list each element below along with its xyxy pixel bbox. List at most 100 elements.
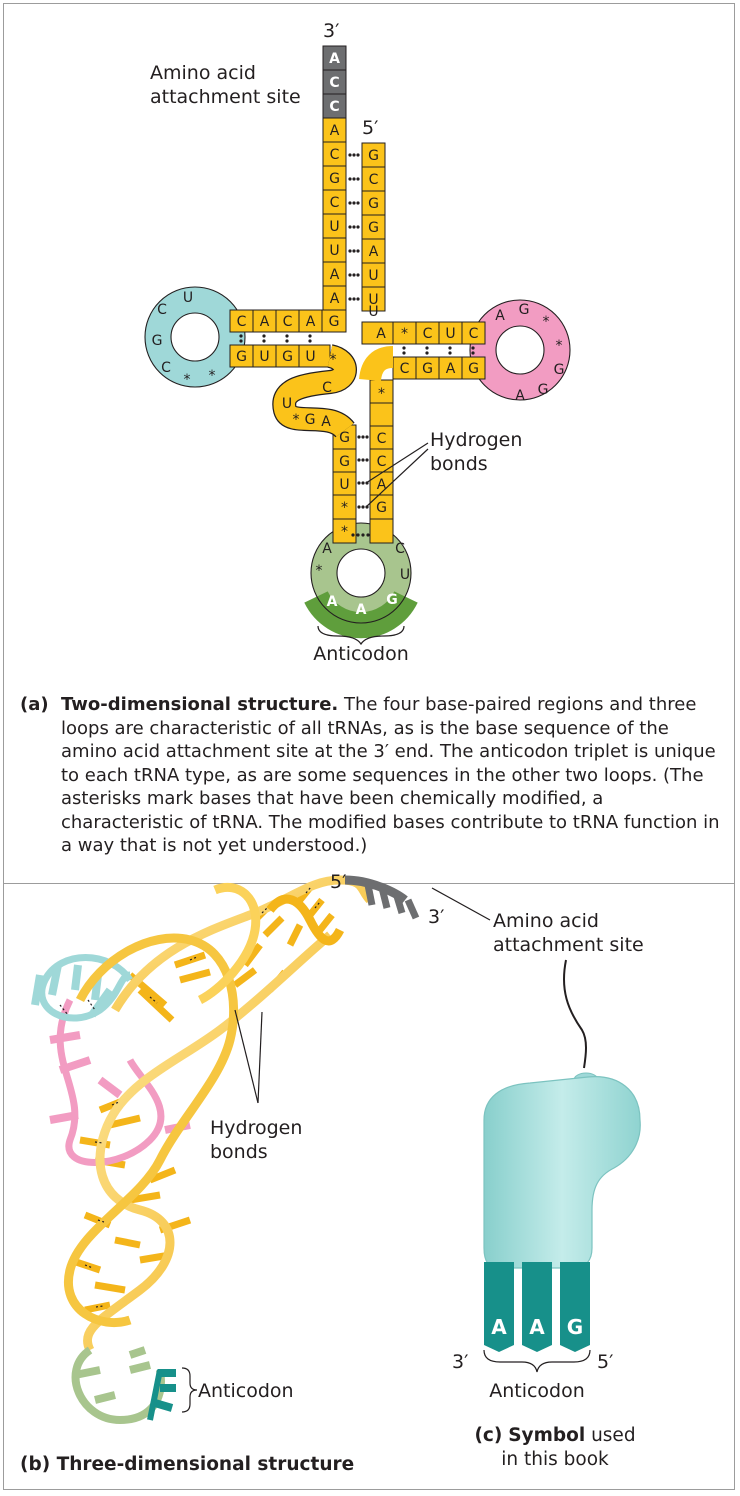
caption-c-title: Symbol (508, 1425, 586, 1446)
hydrogen-bonds-label: bonds (430, 453, 488, 475)
panel-a-2d-structure: A C C A C G C U U A A G C G G A U U C A … (144, 20, 571, 665)
base: A (329, 51, 340, 67)
caption-c-line2: in this book (501, 1449, 609, 1470)
base: G (339, 430, 350, 446)
base: A (330, 123, 340, 139)
base: U (329, 219, 339, 235)
symbol-anticodon-base: G (567, 1315, 583, 1339)
base: * (293, 412, 300, 428)
base: A (495, 308, 505, 324)
base: G (236, 349, 247, 365)
base: A (260, 314, 270, 330)
base: G (368, 196, 379, 212)
base: C (330, 195, 340, 211)
base: U (305, 349, 315, 365)
base: G (422, 361, 433, 377)
base: U (368, 304, 378, 320)
d-loop-ring (145, 287, 245, 387)
panel-b-3d-structure: 5′ 3′ Hydrogen bonds Anticodon (31, 871, 491, 1425)
base: C (377, 431, 387, 447)
hydrogen-bonds-label-3d: bonds (210, 1141, 268, 1163)
amino-acid-site-label: Amino acid (150, 62, 256, 84)
hydrogen-bond-dots (239, 153, 475, 537)
amino-acid-site-label-c: attachment site (493, 934, 644, 956)
base: A (369, 244, 379, 260)
base: C (377, 454, 387, 470)
five-prime-label-c: 5′ (597, 1351, 613, 1373)
base: * (401, 326, 408, 342)
base: C (400, 361, 410, 377)
three-prime-label-c: 3′ (452, 1351, 468, 1373)
base: U (445, 326, 455, 342)
base: C (330, 147, 340, 163)
base: A (321, 414, 331, 430)
five-prime-end-label-3d: 5′ (330, 871, 346, 893)
base: G (329, 314, 340, 330)
symbol-anticodon-base: A (529, 1315, 545, 1339)
base: C (237, 314, 247, 330)
base: U (400, 567, 410, 583)
base: A (330, 291, 340, 307)
base: A (446, 361, 456, 377)
base: G (519, 302, 530, 318)
base: A (322, 541, 332, 557)
amino-acid-site-label-c: Amino acid (493, 910, 599, 932)
base: G (339, 454, 350, 470)
base: U (339, 477, 349, 493)
base: U (259, 349, 269, 365)
base: G (305, 412, 316, 428)
trna-symbol-body (483, 1076, 641, 1269)
base: C (161, 360, 171, 376)
base: U (282, 396, 292, 412)
base: G (538, 382, 549, 398)
base: G (329, 171, 340, 187)
anticodon-label-3d: Anticodon (198, 1380, 294, 1402)
caption-c: (c) Symbol used in this book (455, 1424, 655, 1472)
base: * (378, 386, 385, 402)
caption-c-tag: (c) (474, 1425, 503, 1446)
five-prime-end-label: 5′ (362, 117, 378, 139)
caption-a-title: Two-dimensional structure. (61, 694, 339, 715)
base: C (322, 380, 332, 396)
anticodon-loop-ring (311, 523, 411, 623)
base: G (376, 500, 387, 516)
base: U (368, 292, 378, 308)
three-prime-end-label: 3′ (323, 20, 339, 42)
caption-a-text: The four base-paired regions and three l… (61, 694, 720, 856)
amino-acid-site-label: attachment site (150, 86, 301, 108)
base: * (209, 368, 216, 384)
anticodon-teeth (484, 1262, 590, 1352)
base: A (376, 326, 386, 342)
three-prime-end-label-3d: 3′ (428, 906, 444, 928)
base: C (157, 302, 167, 318)
anticodon-label-c: Anticodon (489, 1380, 585, 1402)
base: G (554, 362, 565, 378)
base: A (515, 388, 525, 404)
base: A (377, 477, 387, 493)
base: * (330, 352, 337, 368)
base: C (423, 326, 433, 342)
base: G (468, 361, 479, 377)
base: U (183, 290, 193, 306)
hydrogen-bonds-label-3d: Hydrogen (210, 1117, 302, 1139)
base: C (329, 99, 339, 115)
symbol-anticodon-base: A (491, 1315, 507, 1339)
base: C (329, 75, 339, 91)
base: G (368, 220, 379, 236)
anticodon-base: G (386, 592, 398, 608)
base: C (283, 314, 293, 330)
base: * (341, 500, 348, 516)
hydrogen-bonds-label: Hydrogen (430, 429, 522, 451)
base: U (329, 243, 339, 259)
base: * (184, 372, 191, 388)
panel-c-symbol: Amino acid attachment site A A G 3′ 5′ A… (452, 910, 644, 1402)
base: G (152, 333, 163, 349)
base: * (341, 524, 348, 540)
anticodon-base: A (327, 594, 338, 610)
base: * (543, 314, 550, 330)
base: G (282, 349, 293, 365)
base: U (368, 268, 378, 284)
base: * (316, 563, 323, 579)
caption-a-tag: (a) (20, 694, 49, 715)
